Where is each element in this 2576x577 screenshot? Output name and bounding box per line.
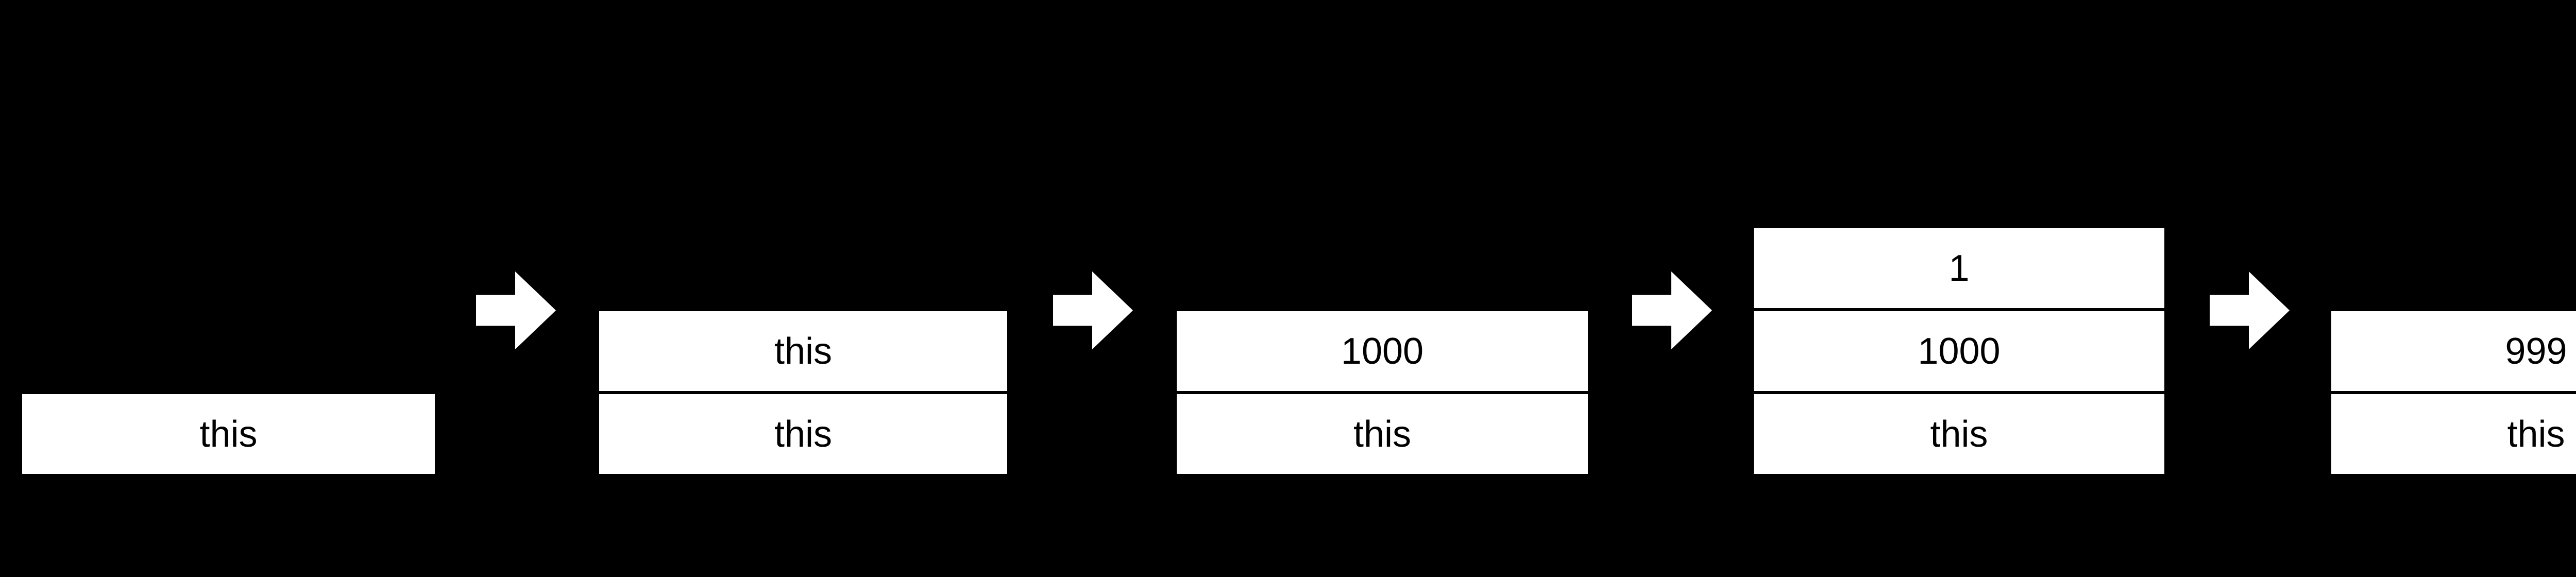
stack-cell: this: [599, 311, 1007, 391]
stack-cell: 1000: [1177, 311, 1588, 391]
stack-stage-1: this: [22, 394, 435, 474]
stack-cell: this: [599, 394, 1007, 474]
stack-cell: 1000: [1754, 311, 2164, 391]
right-arrow-icon: [2210, 271, 2290, 349]
stack-cell: 1: [1754, 228, 2164, 308]
stack-cell: this: [1177, 394, 1588, 474]
stack-cell: 999: [2331, 311, 2576, 391]
right-arrow-icon: [1053, 271, 1133, 349]
right-arrow-icon: [1632, 271, 1712, 349]
stack-cell: this: [2331, 394, 2576, 474]
right-arrow-icon: [476, 271, 556, 349]
stack-cell: this: [1754, 394, 2164, 474]
stack-cell: this: [22, 394, 435, 474]
